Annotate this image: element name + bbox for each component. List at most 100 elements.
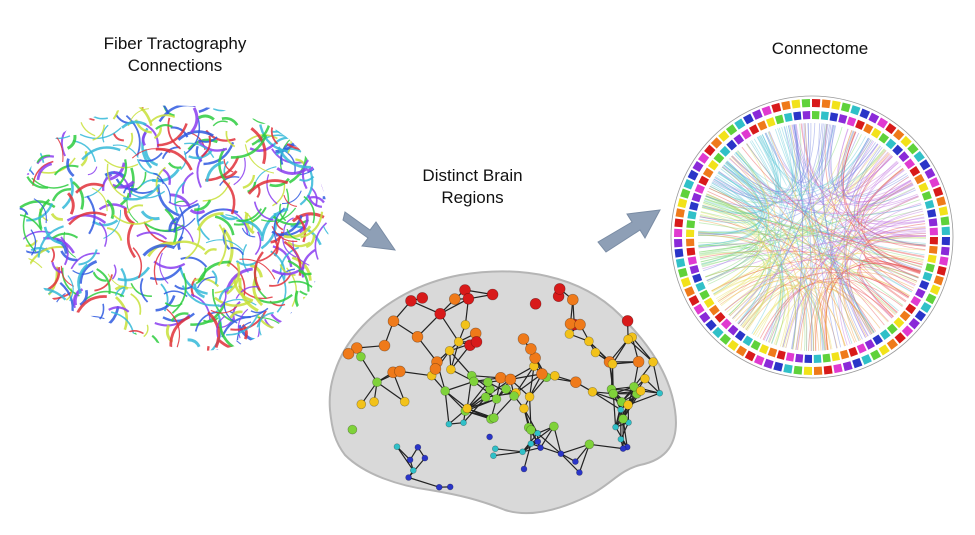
fiber-stroke [286, 228, 301, 241]
brain-region-node [629, 381, 639, 392]
fiber-stroke [53, 164, 79, 176]
fiber-stroke [190, 303, 226, 326]
fiber-stroke [237, 308, 249, 339]
connectome-ring-segment [938, 206, 949, 216]
fiber-stroke [10, 230, 16, 264]
arrow-to-connectome [597, 209, 661, 253]
connectome-chord [773, 287, 875, 345]
brain-region-node [570, 376, 582, 388]
connectome-ring-segment [919, 280, 930, 290]
connectome-ring-segment [785, 352, 795, 362]
connectome-ring-segment [886, 323, 898, 335]
connectome-chord [751, 126, 794, 335]
brain-region-node [491, 394, 502, 404]
connectome-ring-segment [744, 350, 756, 362]
connectome-chord [741, 286, 846, 347]
brain-region-node [576, 469, 583, 476]
connectome-ring-segment [674, 248, 684, 258]
fiber-stroke [20, 305, 60, 325]
connectome-ring-segment [761, 105, 772, 116]
connectome-chord [777, 128, 860, 342]
connectome-chord [706, 123, 823, 282]
connectome-ring-segment [885, 122, 897, 135]
brain-region-node [534, 438, 542, 445]
connectome-ring-segment [693, 303, 705, 315]
fiber-stroke [77, 263, 89, 294]
connectome-ring-segment [927, 208, 937, 218]
fiber-stroke [162, 312, 195, 322]
connectome-chord [717, 170, 766, 205]
fiber-stroke [122, 184, 134, 194]
fiber-stroke [181, 285, 220, 307]
connectome-chord [823, 176, 910, 351]
fiber-stroke [307, 194, 323, 208]
fiber-stroke [43, 226, 63, 245]
fiber-stroke [19, 207, 29, 216]
connectome-chord [820, 123, 866, 338]
connectome-ring-segment [929, 227, 938, 236]
brain-region-node [416, 292, 429, 304]
fiber-stroke [212, 288, 234, 323]
fiber-stroke [91, 187, 108, 212]
fiber-stroke [271, 148, 303, 164]
connectome-ring-segment [939, 256, 949, 266]
fiber-stroke [295, 214, 307, 243]
fiber-stroke [26, 176, 49, 189]
connectome-chord [697, 234, 846, 347]
brain-region-node [453, 337, 464, 347]
fiber-stroke [203, 317, 219, 323]
brain-region-node [553, 283, 566, 295]
connectome-chord [785, 125, 824, 351]
brain-region-node [421, 454, 429, 462]
fiber-stroke [314, 222, 328, 260]
connectome-ring-segment [893, 317, 905, 329]
network-edge [444, 390, 450, 425]
connectome-chord [722, 125, 794, 195]
network-edge [487, 381, 515, 397]
fiber-stroke [253, 201, 274, 221]
fiber-stroke [19, 129, 23, 159]
connectome-ring-segment [871, 127, 882, 139]
brain-region-node [618, 414, 628, 424]
connectome-chord [703, 200, 904, 306]
fiber-stroke [38, 198, 51, 230]
network-edge [530, 425, 555, 445]
connectome-ring-segment [699, 289, 710, 300]
fiber-stroke [143, 122, 159, 148]
connectome-chord [708, 126, 843, 204]
fiber-stroke [189, 208, 206, 215]
fiber-stroke [333, 132, 345, 158]
fiber-stroke [67, 275, 74, 302]
fiber-stroke [168, 199, 198, 207]
fiber-stroke [217, 224, 227, 267]
fiber-stroke [129, 348, 143, 351]
brain-region-node [356, 399, 367, 410]
brain-region-node [590, 347, 601, 358]
fiber-stroke [80, 150, 88, 167]
fiber-stroke [153, 260, 186, 269]
connectome-ring-segment [864, 339, 875, 350]
fiber-stroke [334, 157, 345, 174]
connectome-ring-segment [763, 358, 774, 369]
brain-region-node [410, 467, 417, 474]
fiber-stroke [271, 266, 305, 276]
fiber-stroke [19, 167, 30, 175]
connectome-chord [700, 211, 783, 344]
connectome-ring-segment [749, 124, 760, 135]
connectome-chord [731, 155, 923, 266]
connectome-ring-segment [783, 364, 793, 374]
fiber-stroke [244, 212, 255, 235]
connectome-chord [827, 124, 909, 198]
fiber-stroke [35, 105, 67, 123]
connectome-chord [699, 251, 765, 316]
connectome-chord [697, 132, 780, 236]
connectome-ring-segment [838, 114, 848, 124]
connectome-chord [725, 125, 835, 193]
network-edge [449, 350, 473, 377]
connectome-chord [782, 235, 927, 348]
fiber-stroke [26, 139, 41, 148]
connectome-chord [709, 185, 784, 344]
connectome-chord [759, 135, 921, 272]
arrow-to-regions [342, 211, 397, 251]
brain-region-node [399, 396, 410, 407]
